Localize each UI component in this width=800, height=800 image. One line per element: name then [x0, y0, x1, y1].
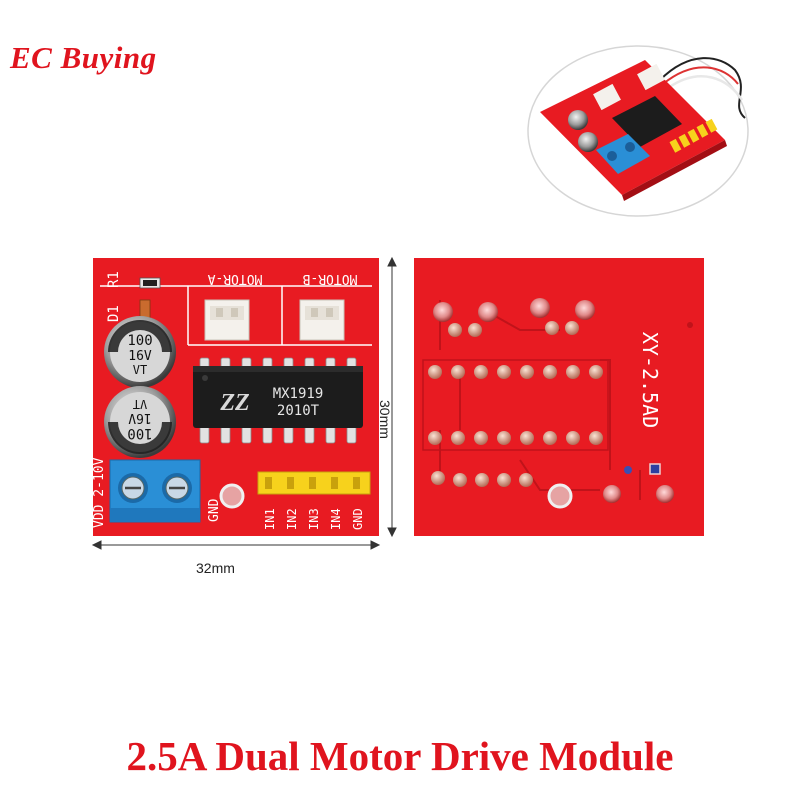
r1-label: R1 — [106, 271, 122, 288]
chip-part-label: MX1919 — [273, 386, 324, 402]
pin-labels: IN1 IN2 IN3 IN4 GND — [263, 508, 365, 530]
back-board: XY-2.5AD — [414, 258, 704, 536]
height-dimension-label: 30mm — [377, 400, 393, 439]
svg-text:IN3: IN3 — [307, 508, 321, 530]
svg-text:IN2: IN2 — [285, 508, 299, 530]
brand-logo: EC Buying — [10, 40, 157, 75]
terminal-block — [109, 459, 201, 523]
motor-a-connector — [204, 299, 250, 341]
svg-text:VT: VT — [133, 397, 147, 411]
svg-text:100: 100 — [127, 333, 152, 349]
d1-label: D1 — [106, 305, 122, 322]
svg-text:16V: 16V — [128, 349, 152, 364]
product-caption: 2.5A Dual Motor Drive Module — [126, 733, 674, 779]
chip-logo-icon: ZZ — [219, 390, 250, 416]
inset-photo — [527, 45, 749, 217]
motor-b-connector — [299, 299, 345, 341]
chip-code-label: 2010T — [277, 403, 320, 419]
svg-text:GND: GND — [351, 508, 365, 530]
svg-text:VT: VT — [133, 363, 147, 377]
gnd-label: GND — [207, 498, 222, 522]
vdd-label: VDD 2-10V — [92, 457, 107, 528]
back-model-label: XY-2.5AD — [638, 332, 662, 428]
width-dimension-label: 32mm — [196, 560, 235, 576]
svg-text:IN1: IN1 — [263, 508, 277, 530]
header-pins — [257, 471, 371, 495]
motor-b-label: MOTOR-B — [302, 271, 357, 286]
width-dimension — [91, 540, 381, 550]
svg-text:16V: 16V — [128, 410, 152, 425]
capacitor-2: 100 16V VT — [104, 386, 176, 458]
front-board: MOTOR-A MOTOR-B R1 D1 100 16V — [92, 258, 379, 536]
driver-chip: ZZ MX1919 2010T — [193, 366, 363, 428]
capacitor-1: 100 16V VT — [104, 316, 176, 388]
svg-text:100: 100 — [127, 425, 152, 441]
svg-text:IN4: IN4 — [329, 508, 343, 530]
motor-a-label: MOTOR-A — [207, 271, 262, 286]
height-dimension — [387, 256, 397, 538]
